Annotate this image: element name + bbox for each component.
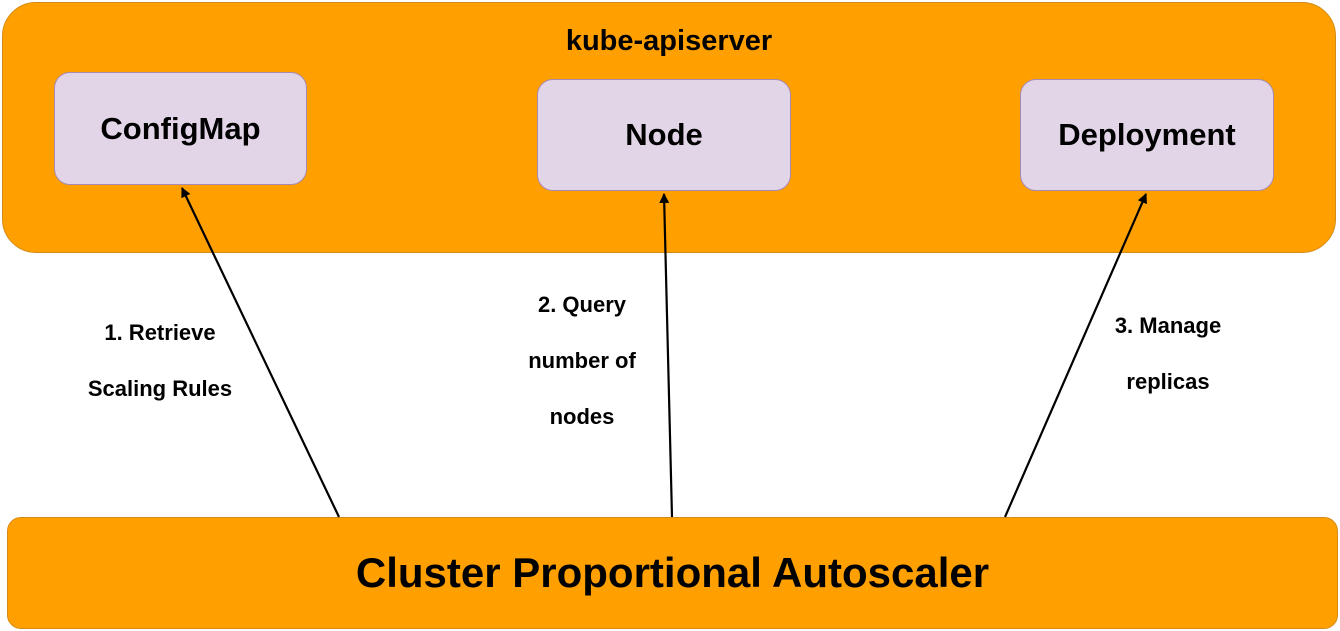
step-2-line-1: 2. Query [537,292,627,317]
kube-apiserver-title: kube-apiserver [565,25,773,57]
step-2-label: 2. Query number of nodes [502,277,662,445]
configmap-box: ConfigMap [54,72,307,185]
step-1-line-1: 1. Retrieve [104,320,216,345]
step-2-line-2: number of [528,348,636,373]
step-1-label: 1. Retrieve Scaling Rules [60,305,260,417]
cluster-proportional-autoscaler-box: Cluster Proportional Autoscaler [7,517,1338,629]
step-3-line-2: replicas [1126,369,1210,394]
node-box: Node [537,79,791,191]
autoscaler-label: Cluster Proportional Autoscaler [355,549,990,596]
step-3-line-1: 3. Manage [1114,313,1222,338]
step-1-line-2: Scaling Rules [87,376,233,401]
step-3-label: 3. Manage replicas [1088,298,1248,410]
deployment-box: Deployment [1020,79,1274,191]
step-2-line-3: nodes [549,404,615,429]
